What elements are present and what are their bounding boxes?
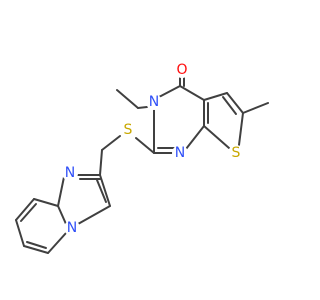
atom-N3: N <box>146 94 162 110</box>
bond-c8-c7-double <box>20 203 37 222</box>
atom-label-N-imidazole: N <box>65 165 75 181</box>
atom-S-ring: S <box>228 145 244 161</box>
bond-c6-c5-double <box>26 241 47 249</box>
atom-S-thioether: S <box>120 122 136 138</box>
bond-c8a-n4 <box>57 205 67 225</box>
bond-c6-s <box>238 112 244 146</box>
bond-c2-s <box>135 137 155 154</box>
atom-label-N3: N <box>149 94 159 110</box>
atom-label-S-ring: S <box>232 145 241 161</box>
bond-c6-c5 <box>23 245 49 254</box>
atom-O1: O <box>174 62 190 78</box>
bond-c6-methyl <box>242 102 269 114</box>
bond-n1imid-c8a <box>57 176 65 207</box>
bond-layer <box>15 75 269 254</box>
bond-n3-c4 <box>158 85 181 98</box>
bond-c8a-c8 <box>33 198 59 207</box>
bond-c5-n4 <box>47 232 67 254</box>
bond-s-ch2 <box>101 135 121 151</box>
bond-c8-c7 <box>15 198 35 221</box>
bond-c4-c4a <box>179 85 205 101</box>
atom-label-O1: O <box>176 62 187 78</box>
atom-label-S-thioether: S <box>124 122 133 138</box>
bond-c5-c6 <box>226 92 244 114</box>
molecule-structure: O N S N S N N <box>15 62 269 254</box>
bond-c7-c6 <box>15 219 25 247</box>
atom-N-bridgehead: N <box>64 220 80 236</box>
bond-n4-c3 <box>77 205 111 225</box>
atom-label-layer: O N S N S N N <box>62 62 244 236</box>
atom-label-N-bridgehead: N <box>67 220 77 236</box>
bond-c3-c2imid-double <box>96 179 107 203</box>
bond-c5-c6-double <box>222 96 237 115</box>
atom-N1: N <box>172 145 188 161</box>
bond-c4a-c5 <box>203 92 228 101</box>
bond-ethyl-ch3 <box>116 89 139 109</box>
bond-s-c7a <box>203 125 230 149</box>
bond-ethyl-n3 <box>137 106 148 109</box>
atom-label-N1: N <box>175 145 185 161</box>
bond-c7a-n1 <box>185 125 205 150</box>
bond-c3-c2imid <box>99 174 111 207</box>
bond-ch2-c2imid <box>99 149 103 176</box>
atom-N-imidazole: N <box>62 165 78 181</box>
